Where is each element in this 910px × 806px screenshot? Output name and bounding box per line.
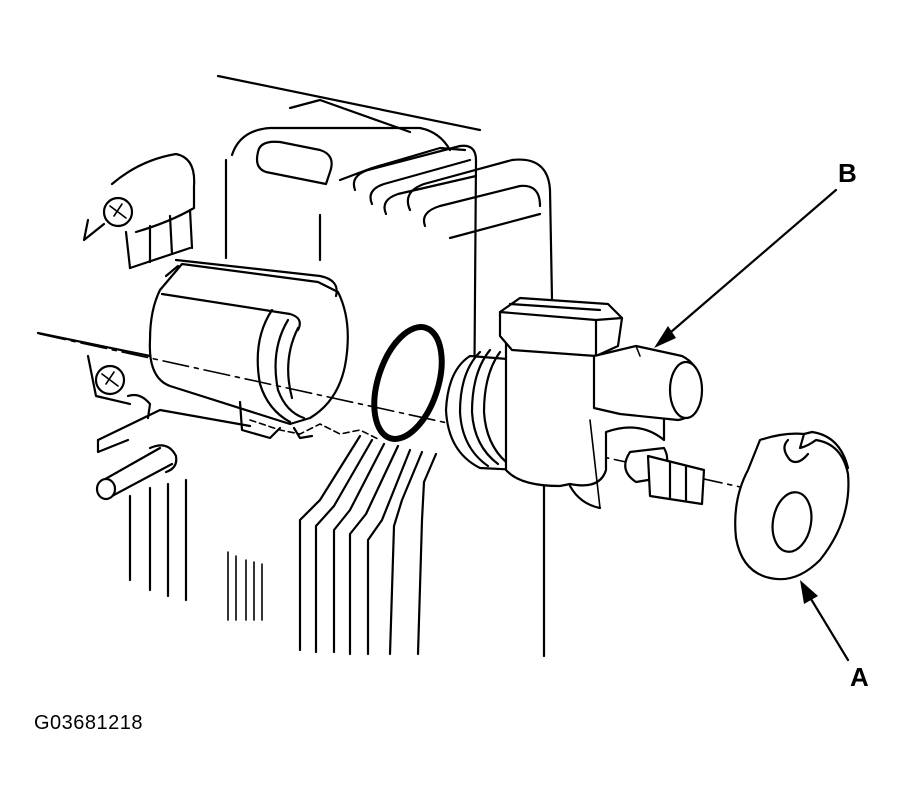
bolt-upper	[82, 152, 196, 270]
callout-label-a: A	[850, 662, 869, 692]
o-ring	[371, 324, 445, 442]
leader-arrow-b	[654, 188, 838, 348]
leader-arrow-a	[800, 580, 850, 662]
callout-label-b: B	[838, 158, 857, 188]
washer-plate	[734, 430, 850, 581]
solenoid-mount	[148, 258, 349, 440]
engine-housing	[36, 74, 554, 658]
figure-code: G03681218	[34, 712, 144, 734]
valve-assembly	[444, 296, 706, 510]
pin-shaft	[95, 444, 178, 501]
bolt-lower	[86, 354, 132, 406]
